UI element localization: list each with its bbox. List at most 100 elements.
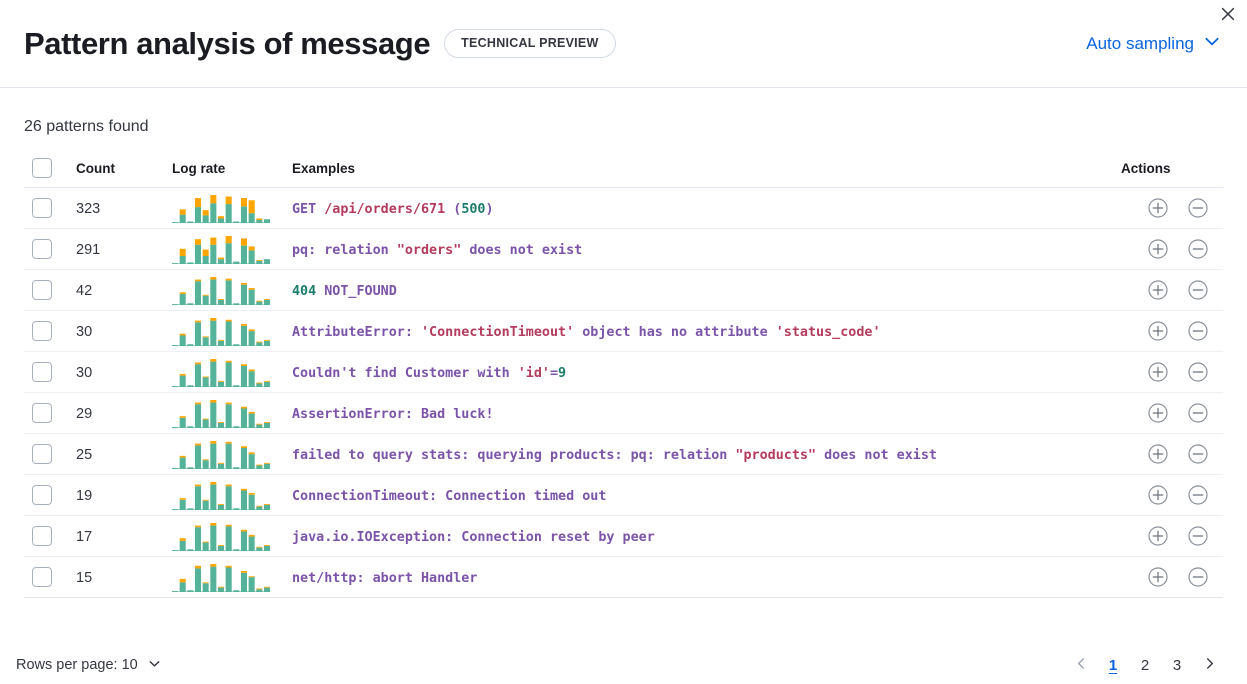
table-row[interactable]: 15 net/http: abort Handler [24, 556, 1223, 598]
minus-circle-icon[interactable] [1187, 279, 1209, 301]
table-row[interactable]: 323 GET /api/orders/671 (500) [24, 187, 1223, 229]
log-rate-cell [164, 310, 284, 352]
count-cell: 30 [68, 351, 164, 393]
count-cell: 15 [68, 556, 164, 598]
minus-circle-icon[interactable] [1187, 320, 1209, 342]
log-rate-header: Log rate [164, 152, 284, 188]
minus-circle-icon[interactable] [1187, 238, 1209, 260]
row-checkbox[interactable] [32, 485, 52, 505]
row-actions [1121, 361, 1215, 383]
log-rate-sparkline [172, 521, 276, 551]
select-all-checkbox[interactable] [32, 158, 52, 178]
row-actions [1121, 238, 1215, 260]
pagination-page-1[interactable]: 1 [1099, 651, 1127, 679]
minus-circle-icon[interactable] [1187, 197, 1209, 219]
log-rate-sparkline [172, 357, 276, 387]
example-token: /api/orders/671 [324, 201, 446, 217]
plus-circle-icon[interactable] [1147, 402, 1169, 424]
row-select-cell [24, 228, 68, 270]
actions-cell [1113, 515, 1223, 557]
count-value: 42 [76, 282, 93, 299]
log-rate-sparkline [172, 480, 276, 510]
row-checkbox[interactable] [32, 198, 52, 218]
plus-circle-icon[interactable] [1147, 320, 1169, 342]
page-title: Pattern analysis of message [24, 25, 431, 61]
log-rate-sparkline [172, 275, 276, 305]
count-cell: 29 [68, 392, 164, 434]
row-actions [1121, 443, 1215, 465]
table-row[interactable]: 25 failed to query stats: querying produ… [24, 433, 1223, 475]
example-token: 404 [292, 283, 317, 299]
table-row[interactable]: 30 AttributeError: 'ConnectionTimeout' o… [24, 310, 1223, 352]
pagination-page-3[interactable]: 3 [1163, 651, 1191, 679]
table-row[interactable]: 29 AssertionError: Bad luck! [24, 392, 1223, 434]
table-row[interactable]: 19 ConnectionTimeout: Connection timed o… [24, 474, 1223, 516]
example-cell: Couldn't find Customer with 'id'=9 [284, 351, 1113, 393]
table-row[interactable]: 17 java.io.IOException: Connection reset… [24, 515, 1223, 557]
minus-circle-icon[interactable] [1187, 402, 1209, 424]
example-token: ConnectionTimeout: Connection timed out [292, 488, 607, 504]
plus-circle-icon[interactable] [1147, 566, 1169, 588]
example-token: object has no attribute [574, 324, 776, 340]
table-header-row: Count Log rate Examples Actions [24, 152, 1223, 188]
plus-circle-icon[interactable] [1147, 525, 1169, 547]
header-right-controls: Auto sampling [1084, 28, 1223, 59]
example-cell: failed to query stats: querying products… [284, 433, 1113, 475]
pagination-next-button[interactable] [1195, 651, 1223, 679]
example-token: 500 [461, 201, 486, 217]
count-value: 25 [76, 446, 93, 463]
log-rate-sparkline [172, 562, 276, 592]
plus-circle-icon[interactable] [1147, 484, 1169, 506]
count-value: 30 [76, 323, 93, 340]
log-rate-sparkline [172, 316, 276, 346]
count-value: 19 [76, 487, 93, 504]
minus-circle-icon[interactable] [1187, 484, 1209, 506]
minus-circle-icon[interactable] [1187, 361, 1209, 383]
example-cell: pq: relation "orders" does not exist [284, 228, 1113, 270]
pagination-page-2[interactable]: 2 [1131, 651, 1159, 679]
table-row[interactable]: 42 404 NOT_FOUND [24, 269, 1223, 311]
rows-per-page-button[interactable]: Rows per page: 10 [10, 652, 168, 679]
example-cell: AssertionError: Bad luck! [284, 392, 1113, 434]
row-checkbox[interactable] [32, 567, 52, 587]
row-checkbox[interactable] [32, 239, 52, 259]
example-token: does not exist [461, 242, 583, 258]
plus-circle-icon[interactable] [1147, 197, 1169, 219]
plus-circle-icon[interactable] [1147, 443, 1169, 465]
example-text: AssertionError: Bad luck! [292, 407, 494, 422]
row-checkbox[interactable] [32, 444, 52, 464]
example-text: java.io.IOException: Connection reset by… [292, 530, 655, 545]
pagination-prev-button[interactable] [1067, 651, 1095, 679]
example-token: GET [292, 201, 325, 217]
plus-circle-icon[interactable] [1147, 361, 1169, 383]
log-rate-cell [164, 228, 284, 270]
auto-sampling-button[interactable]: Auto sampling [1084, 28, 1223, 59]
log-rate-cell [164, 556, 284, 598]
example-token: does not exist [816, 447, 937, 463]
count-value: 323 [76, 200, 101, 217]
table-row[interactable]: 30 Couldn't find Customer with 'id'=9 [24, 351, 1223, 393]
rows-per-page-label: Rows per page: 10 [16, 657, 138, 673]
log-rate-cell [164, 474, 284, 516]
minus-circle-icon[interactable] [1187, 566, 1209, 588]
minus-circle-icon[interactable] [1187, 525, 1209, 547]
row-checkbox[interactable] [32, 362, 52, 382]
example-text: 404 NOT_FOUND [292, 284, 397, 299]
row-checkbox[interactable] [32, 526, 52, 546]
title-group: Pattern analysis of message TECHNICAL PR… [24, 26, 616, 62]
minus-circle-icon[interactable] [1187, 443, 1209, 465]
row-select-cell [24, 515, 68, 557]
plus-circle-icon[interactable] [1147, 238, 1169, 260]
row-checkbox[interactable] [32, 403, 52, 423]
row-checkbox[interactable] [32, 321, 52, 341]
row-checkbox[interactable] [32, 280, 52, 300]
close-button[interactable] [1215, 2, 1241, 28]
log-rate-cell [164, 433, 284, 475]
table-row[interactable]: 291 pq: relation "orders" does not exist [24, 228, 1223, 270]
plus-circle-icon[interactable] [1147, 279, 1169, 301]
count-cell: 17 [68, 515, 164, 557]
actions-header: Actions [1113, 152, 1223, 188]
row-select-cell [24, 269, 68, 311]
count-value: 29 [76, 405, 93, 422]
count-cell: 42 [68, 269, 164, 311]
